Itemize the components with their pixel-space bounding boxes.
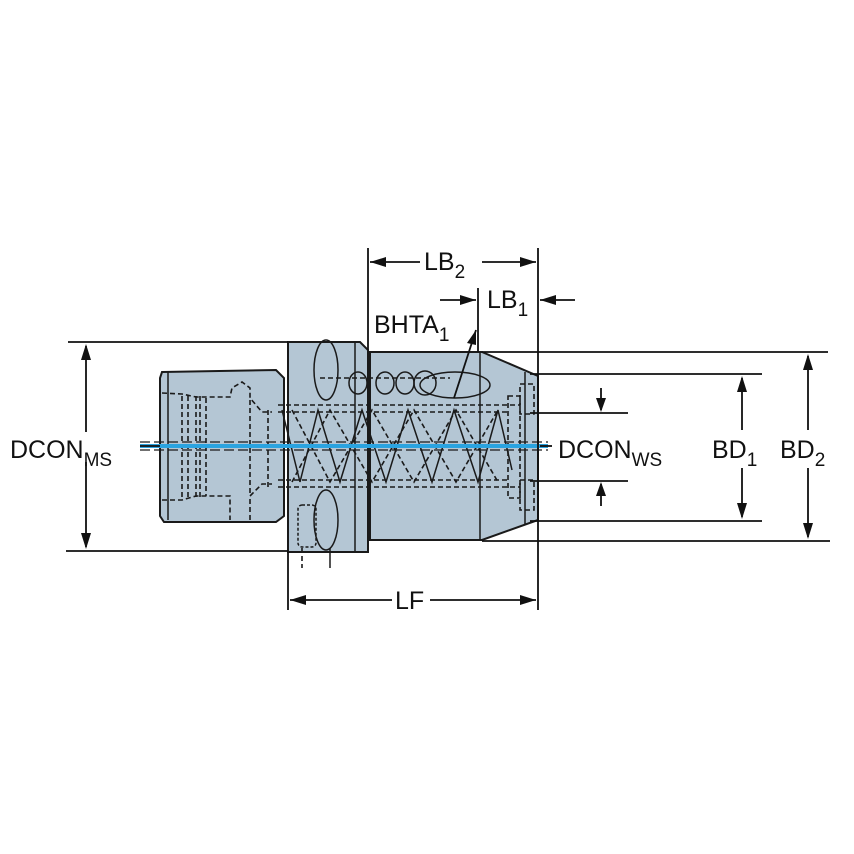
bd2-subscript: 2 <box>815 450 826 471</box>
svg-text:BD2: BD2 <box>780 436 825 471</box>
dimension-bd1: BD1 <box>530 373 762 522</box>
dcon-ms-subscript: MS <box>84 450 113 471</box>
centerline <box>140 441 548 451</box>
svg-text:BHTA1: BHTA1 <box>374 311 449 346</box>
lb2-label: LB <box>424 248 455 276</box>
dimension-dcon-ms: DCONMS <box>10 341 288 552</box>
svg-text:LB1: LB1 <box>487 286 528 321</box>
dimension-bd2: BD2 <box>482 351 830 542</box>
lb2-subscript: 2 <box>455 262 466 283</box>
dcon-ws-subscript: WS <box>632 450 663 471</box>
lb1-subscript: 1 <box>518 300 529 321</box>
bd2-label: BD <box>780 436 815 464</box>
dcon-ms-label: DCON <box>10 436 84 464</box>
svg-text:BD1: BD1 <box>712 436 757 471</box>
dcon-ws-label: DCON <box>558 436 632 464</box>
bd1-subscript: 1 <box>747 450 758 471</box>
svg-text:DCONMS: DCONMS <box>10 436 112 471</box>
lb1-label: LB <box>487 286 518 314</box>
dimension-bhta1: BHTA1 <box>374 311 477 399</box>
bhta1-subscript: 1 <box>439 325 450 346</box>
dimension-lb2: LB2 <box>367 248 539 610</box>
dimension-lf: LF <box>287 552 536 615</box>
bhta1-label: BHTA <box>374 311 439 339</box>
lf-label: LF <box>395 587 424 615</box>
dimension-lb1: LB1 <box>440 286 575 352</box>
bd1-label: BD <box>712 436 747 464</box>
svg-text:DCONWS: DCONWS <box>558 436 662 471</box>
dimension-dcon-ws: DCONWS <box>530 388 662 506</box>
svg-text:LB2: LB2 <box>424 248 465 283</box>
